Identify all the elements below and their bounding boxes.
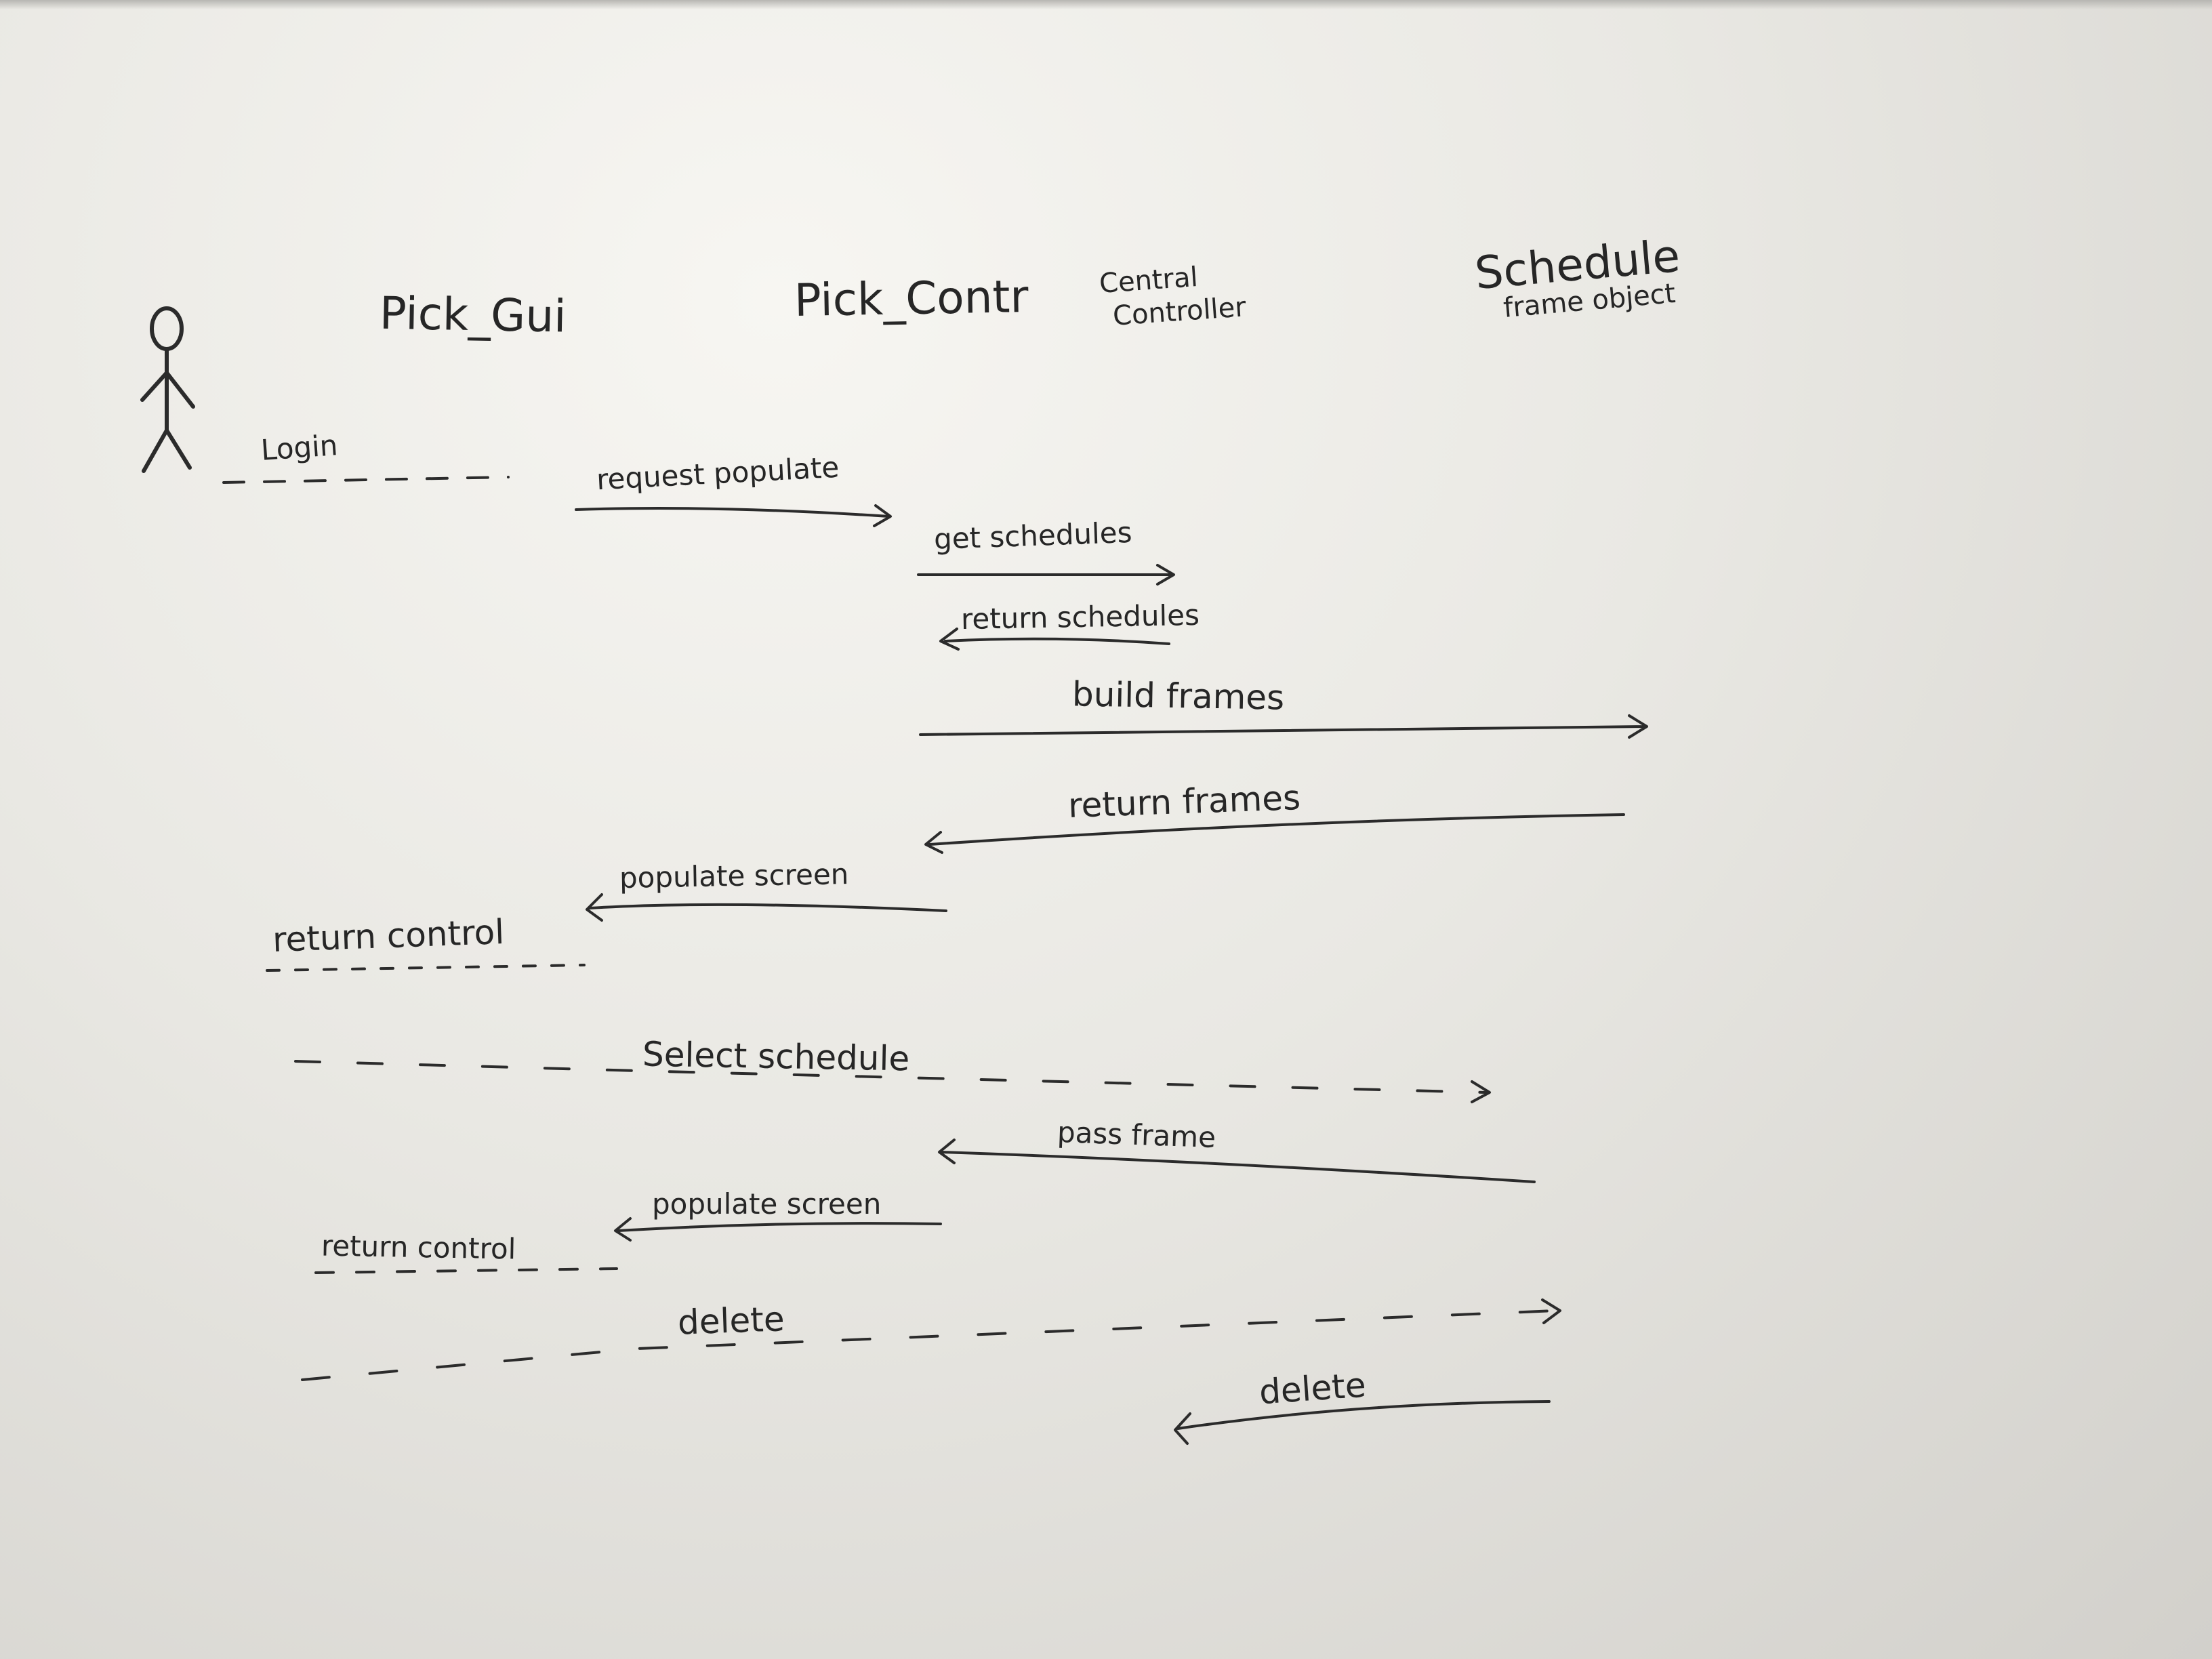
whiteboard-frame-edge <box>0 0 2212 9</box>
get-schedules-arrow <box>917 564 1175 586</box>
return-control-1-dashed-line <box>266 964 586 972</box>
delete-arrowhead <box>1541 1298 1561 1324</box>
build-frames-arrow <box>919 714 1648 739</box>
populate-screen-1-arrow <box>586 893 947 922</box>
populate-screen-2-arrow <box>614 1217 942 1242</box>
select-schedule-arrowhead <box>1471 1080 1491 1103</box>
return-control-2-dashed-line <box>314 1267 618 1274</box>
pass-frame-arrow <box>938 1139 1536 1183</box>
request-populate-arrow <box>575 504 892 527</box>
message-populate-screen-2: populate screen <box>652 1187 882 1221</box>
delete-response-arrow <box>1174 1400 1551 1445</box>
return-schedules-arrow <box>939 628 1170 651</box>
select-schedule-dashed-arrow <box>294 1060 1487 1094</box>
login-dashed-line <box>222 476 510 484</box>
delete-dashed-arrow <box>301 1309 1557 1381</box>
return-frames-arrow <box>924 813 1625 854</box>
stick-figure-icon <box>140 306 195 473</box>
